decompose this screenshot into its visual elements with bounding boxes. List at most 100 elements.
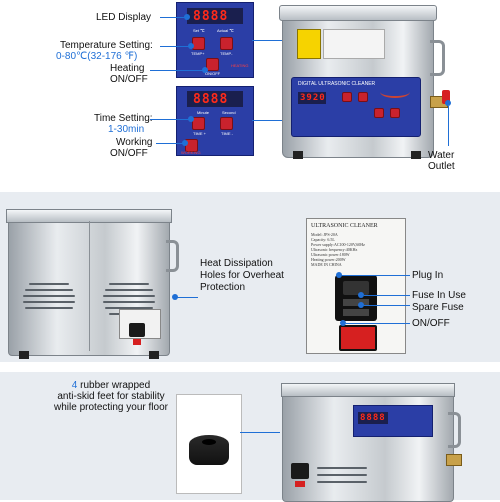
connector-line xyxy=(252,40,292,41)
water-outlet-valve[interactable] xyxy=(446,454,462,466)
connector-line xyxy=(342,275,410,276)
connector-line xyxy=(240,432,280,433)
connector-line xyxy=(364,295,410,296)
connector-line xyxy=(346,323,410,324)
spare-fuse-label: Spare Fuse xyxy=(412,302,464,313)
set-temp-label: Set ℃ xyxy=(193,28,205,33)
feet-text: 4 rubber wrapped anti-skid feet for stab… xyxy=(36,380,186,413)
heating-label: Heating xyxy=(110,63,145,74)
power-switch-small[interactable] xyxy=(133,339,141,345)
nameplate-line: Heating power:200W xyxy=(311,257,346,262)
temperature-setting-label: Temperature Setting: xyxy=(60,40,153,51)
section-feet: 4 rubber wrapped anti-skid feet for stab… xyxy=(0,372,500,502)
time-minus-label: TIME - xyxy=(221,131,233,136)
cleaner-small-digits: 3920 xyxy=(300,93,326,103)
cleaner-corner-view: 8888 xyxy=(281,383,455,502)
time-range-label: 1-30min xyxy=(108,124,145,135)
connector-line xyxy=(448,106,449,146)
feet-text-line1: rubber wrapped xyxy=(77,380,151,391)
power-rocker-switch[interactable] xyxy=(339,325,377,351)
nameplate-title: ULTRASONIC CLEANER xyxy=(311,223,378,229)
power-socket-small[interactable] xyxy=(291,463,309,479)
connector-line xyxy=(176,297,198,298)
temp-minus-button[interactable] xyxy=(220,37,233,50)
cleaner-small-digits: 8888 xyxy=(360,413,386,423)
power-socket[interactable] xyxy=(335,275,377,321)
connector-dot xyxy=(358,302,364,308)
socket-pins xyxy=(343,281,369,295)
warning-sticker xyxy=(297,29,321,59)
connector-line xyxy=(160,17,186,18)
ultrasonic-cleaner-tank: DIGITAL ULTRASONIC CLEANER 3920 xyxy=(279,5,437,159)
cleaner-control-panel: DIGITAL ULTRASONIC CLEANER 3920 xyxy=(291,77,421,137)
connector-line xyxy=(252,120,292,121)
working-onoff-label: ON/OFF xyxy=(110,148,148,159)
connector-line xyxy=(364,305,410,306)
minute-label: Minute xyxy=(197,110,210,115)
nameplate-line: Ultrasonic frequency:40KHz xyxy=(311,247,358,252)
connector-dot xyxy=(184,14,190,20)
valve-handle[interactable] xyxy=(442,90,450,104)
foot xyxy=(411,151,421,159)
time-minus-button[interactable] xyxy=(220,117,233,130)
tank-handle xyxy=(166,240,179,272)
cleaner-small-display: 3920 xyxy=(298,92,326,104)
time-led-display: 8888 xyxy=(187,91,243,107)
connector-dot xyxy=(336,272,342,278)
nameplate-lines: Model: JPS-20A Capacity: 6.5L Power supp… xyxy=(311,232,401,267)
time-plus-label: TIME + xyxy=(193,131,207,136)
heat-dissipation-label: Heat Dissipation xyxy=(200,258,273,269)
time-control-panel: 8888 Minute Second TIME + TIME - WORKING xyxy=(176,86,254,156)
vent-holes-left xyxy=(19,281,79,321)
section-back-panel: Heat Dissipation Holes for Overheat Prot… xyxy=(0,192,500,362)
heat-dissipation-label-2: Holes for Overheat xyxy=(200,270,284,281)
connector-line xyxy=(156,143,184,144)
time-digits: 8888 xyxy=(193,92,229,107)
foot xyxy=(149,351,159,359)
working-badge: WORKING xyxy=(181,150,201,155)
nameplate-line: Capacity: 6.5L xyxy=(311,237,335,242)
temperature-range-label: 0-80℃(32-176 ℉) xyxy=(56,51,138,62)
vent-holes xyxy=(313,465,373,495)
tank-handle xyxy=(430,40,445,76)
cleaner-back-view xyxy=(6,209,172,359)
heating-onoff-label: ON/OFF xyxy=(110,74,148,85)
connector-dot xyxy=(172,294,178,300)
feet-count: 4 xyxy=(71,380,78,391)
tank-handle xyxy=(448,412,461,448)
panel-button[interactable] xyxy=(358,92,368,102)
feet-text-line2: anti-skid feet for stability xyxy=(57,391,165,402)
fuse-in-use xyxy=(343,299,369,306)
foot xyxy=(293,151,303,159)
water-outlet-label: Water xyxy=(428,150,455,161)
time-plus-button[interactable] xyxy=(192,117,205,130)
cleaner-panel-title: DIGITAL ULTRASONIC CLEANER xyxy=(298,81,376,87)
temp-plus-button[interactable] xyxy=(192,37,205,50)
connector-dot xyxy=(358,292,364,298)
power-socket-small xyxy=(129,323,145,337)
temp-minus-label: TEMP- xyxy=(220,51,233,56)
heating-onoff-small-label: ON/OFF xyxy=(205,71,221,76)
temp-plus-label: TEMP+ xyxy=(191,51,205,56)
panel-button[interactable] xyxy=(342,92,352,102)
panel-button[interactable] xyxy=(390,108,400,118)
connector-dot xyxy=(445,100,451,106)
connector-line xyxy=(150,70,204,71)
nameplate-line: Power supply:AC100-120V,60Hz xyxy=(311,242,365,247)
actual-temp-label: Actual ℃ xyxy=(217,28,234,33)
heat-dissipation-label-3: Protection xyxy=(200,282,246,293)
nameplate-line: Model: JPS-20A xyxy=(311,232,338,237)
heating-onoff-button[interactable] xyxy=(206,58,219,71)
panel-button[interactable] xyxy=(374,108,384,118)
second-label: Second xyxy=(222,110,236,115)
tank-lid xyxy=(279,5,437,21)
plug-in-label: Plug In xyxy=(412,270,444,281)
tank-lid xyxy=(281,383,455,397)
nameplate-line: MADE IN CHINA xyxy=(311,262,342,267)
connector-line xyxy=(160,46,190,47)
temperature-digits: 8888 xyxy=(193,9,229,24)
panel-seam xyxy=(89,221,90,351)
foot xyxy=(19,351,29,359)
time-setting-label: Time Setting: xyxy=(94,113,153,124)
power-switch-small[interactable] xyxy=(295,481,305,487)
